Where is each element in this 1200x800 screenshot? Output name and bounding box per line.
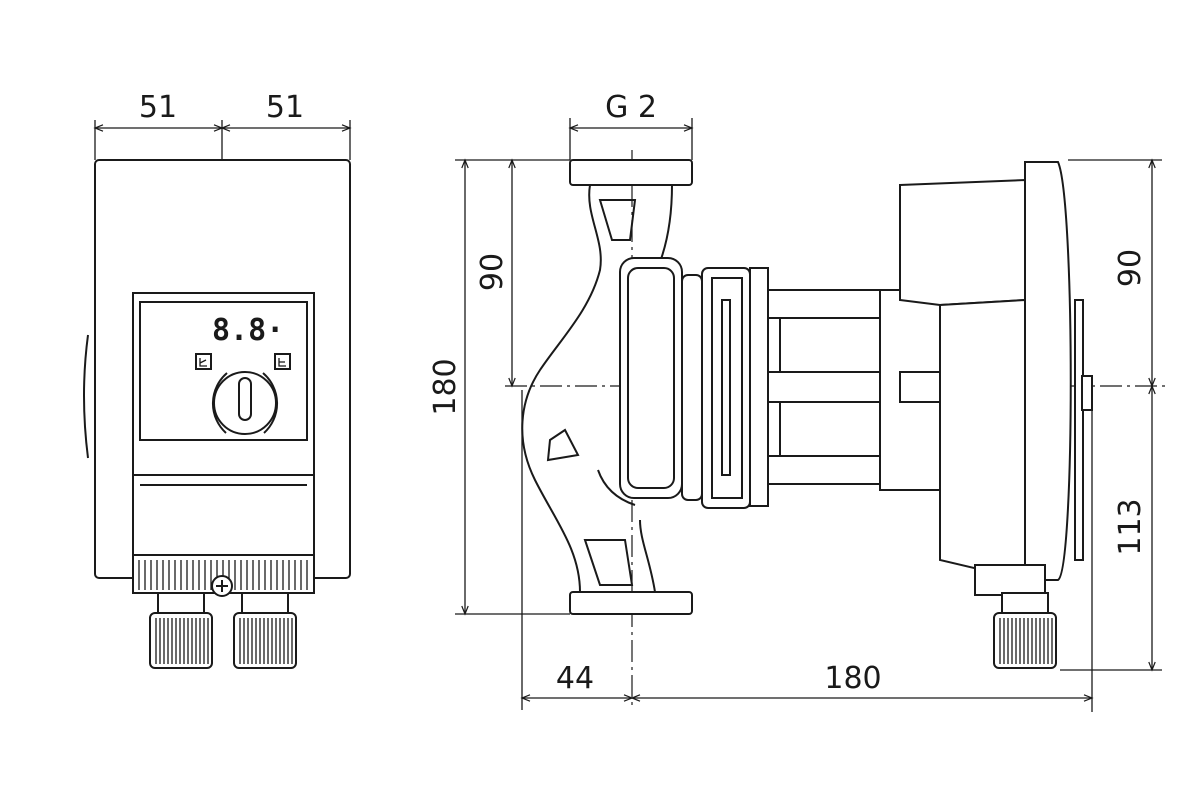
dimension-label: 51	[266, 90, 304, 125]
control-module: 8.8·	[132, 292, 315, 556]
motor-stator	[767, 289, 941, 491]
dimension-label: 51	[139, 90, 177, 125]
display-readout: 8.8·	[212, 313, 284, 348]
motor-housing-side	[899, 161, 1093, 669]
pump-housing	[521, 159, 693, 615]
screw-icon	[211, 575, 233, 597]
dimension-width-right: 51	[220, 90, 352, 132]
cable-gland-side	[993, 612, 1057, 669]
outlet-flange	[569, 591, 693, 615]
dimension-label: G 2	[605, 90, 657, 125]
cable-gland-left	[149, 592, 213, 669]
inlet-flange	[569, 159, 693, 186]
dimension-label: 113	[1113, 498, 1148, 555]
dimension-label: 90	[475, 253, 510, 291]
dimension-length-motor: 180	[630, 410, 1094, 712]
dimension-label: 180	[428, 358, 463, 415]
dimension-height-top-right: 90	[1068, 158, 1162, 388]
pump-head	[619, 257, 781, 509]
dimension-offset-inlet: 44	[520, 390, 634, 710]
control-knob[interactable]	[211, 371, 279, 435]
terminal-box	[974, 564, 1046, 596]
flow-arrow-icon	[546, 428, 580, 462]
dimension-height-top-left: 90	[475, 158, 516, 388]
front-view: 51 51 8.8·	[83, 90, 352, 669]
dimension-label: 44	[556, 661, 594, 696]
dimension-width-left: 51	[93, 90, 351, 160]
side-view: G 2 180 90 90 113 44	[428, 90, 1165, 712]
dimension-label: 90	[1113, 249, 1148, 287]
dimension-height-bottom-right: 113	[1060, 384, 1162, 672]
dimension-label: 180	[824, 661, 881, 696]
dimension-height-total: 180	[428, 158, 570, 616]
cable-gland-right	[233, 592, 297, 669]
dimension-connection-thread: G 2	[568, 90, 694, 160]
pump-body-bulge	[83, 334, 89, 459]
display-panel	[139, 301, 308, 441]
